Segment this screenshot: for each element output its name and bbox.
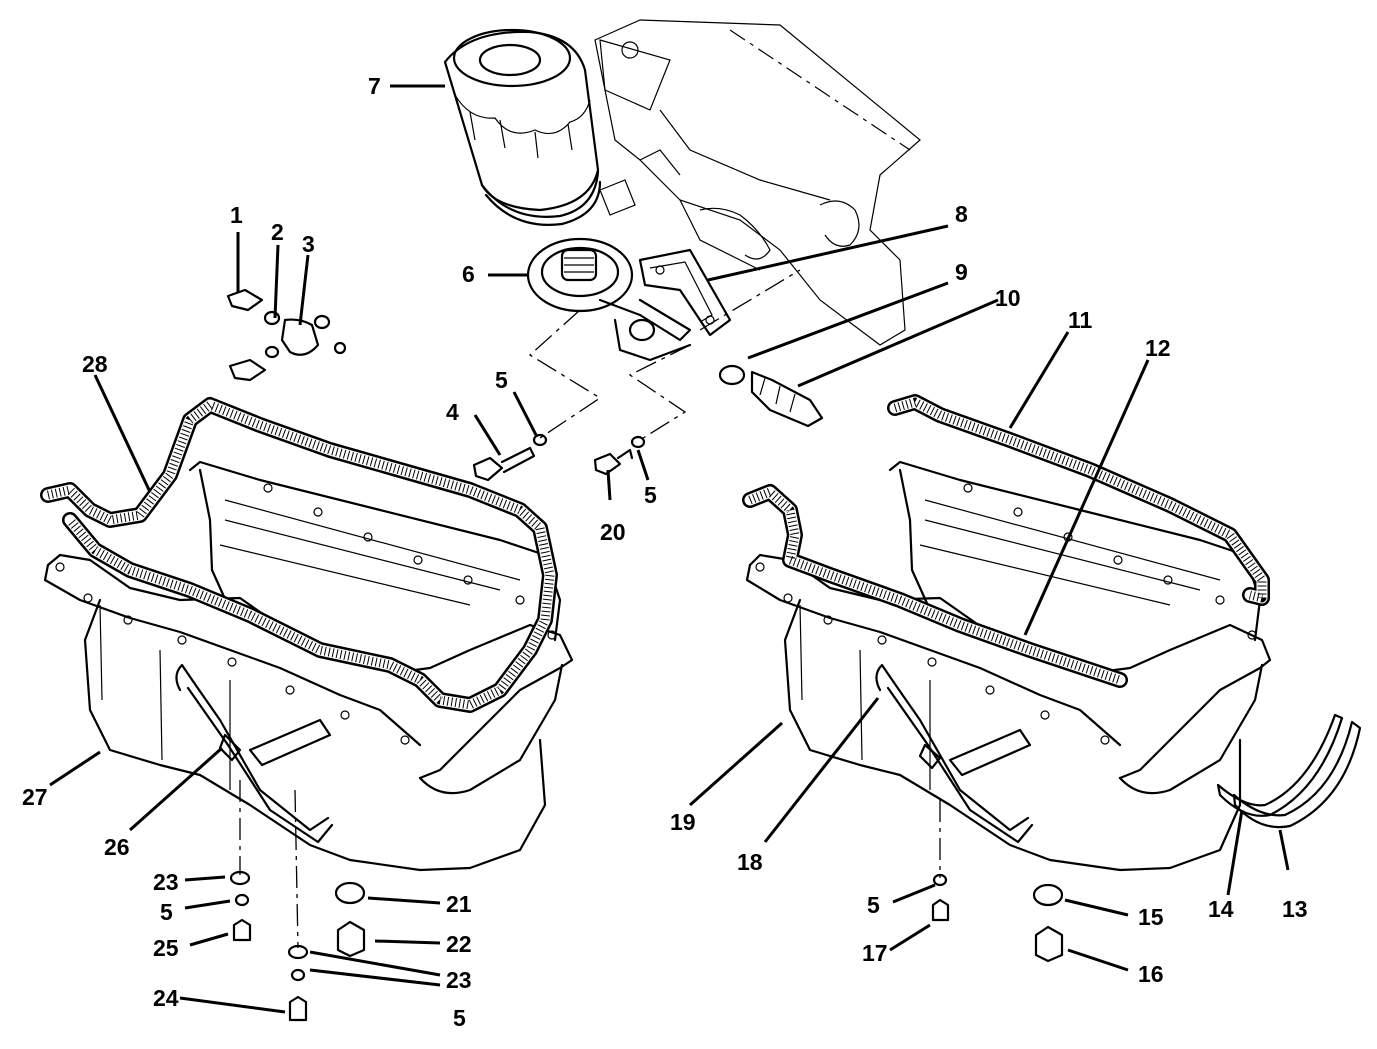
right-side-gasket xyxy=(742,484,1128,688)
callout-26: 26 xyxy=(104,834,130,860)
align-line-5 xyxy=(294,789,299,949)
right-oil-pan xyxy=(745,460,1272,872)
callout-23b: 23 xyxy=(446,967,472,993)
right-drain-hardware xyxy=(931,873,1064,963)
callout-20: 20 xyxy=(600,519,626,545)
callout-labels: 1 2 3 4 5 5 5 5 5 6 7 8 9 10 11 12 13 14… xyxy=(22,73,1308,1031)
callout-24: 24 xyxy=(153,985,179,1011)
align-line-2 xyxy=(628,344,691,441)
rear-seals xyxy=(1216,713,1362,829)
callout-28: 28 xyxy=(82,351,108,377)
callout-17: 17 xyxy=(862,940,888,966)
callout-18: 18 xyxy=(737,849,763,875)
callout-21: 21 xyxy=(446,891,472,917)
callout-5b: 5 xyxy=(644,482,657,508)
callout-7: 7 xyxy=(368,73,381,99)
callout-3: 3 xyxy=(302,231,315,257)
callout-4: 4 xyxy=(446,399,459,425)
oil-filter xyxy=(443,28,602,226)
callout-15: 15 xyxy=(1138,904,1164,930)
left-pan-gasket xyxy=(40,397,558,713)
callout-13: 13 xyxy=(1282,896,1308,922)
callout-23a: 23 xyxy=(153,869,179,895)
sending-unit xyxy=(718,364,824,428)
filter-adapter xyxy=(526,237,732,362)
callout-11: 11 xyxy=(1068,307,1093,333)
callout-2: 2 xyxy=(271,219,284,245)
callout-1: 1 xyxy=(230,202,243,228)
callout-5a: 5 xyxy=(495,367,508,393)
callout-16: 16 xyxy=(1138,961,1164,987)
callout-9: 9 xyxy=(955,259,968,285)
callout-19: 19 xyxy=(670,809,696,835)
left-drain-hardware xyxy=(229,870,366,1022)
callout-10: 10 xyxy=(995,285,1021,311)
callout-5c: 5 xyxy=(160,899,173,925)
callout-8: 8 xyxy=(955,201,968,227)
leader-lines xyxy=(49,84,1290,1014)
fitting-assembly xyxy=(226,288,347,382)
engine-block xyxy=(594,19,921,346)
callout-12: 12 xyxy=(1145,335,1171,361)
callout-5e: 5 xyxy=(867,892,880,918)
callout-5d: 5 xyxy=(453,1005,466,1031)
callout-25: 25 xyxy=(153,935,179,961)
left-oil-pan xyxy=(43,460,574,872)
bolts xyxy=(472,433,646,482)
callout-6: 6 xyxy=(462,261,475,287)
gasket-strip xyxy=(887,394,1270,606)
align-line-3 xyxy=(699,269,801,331)
align-line-1 xyxy=(528,309,602,439)
callout-22: 22 xyxy=(446,931,472,957)
callout-14: 14 xyxy=(1208,896,1234,922)
callout-27: 27 xyxy=(22,784,48,810)
